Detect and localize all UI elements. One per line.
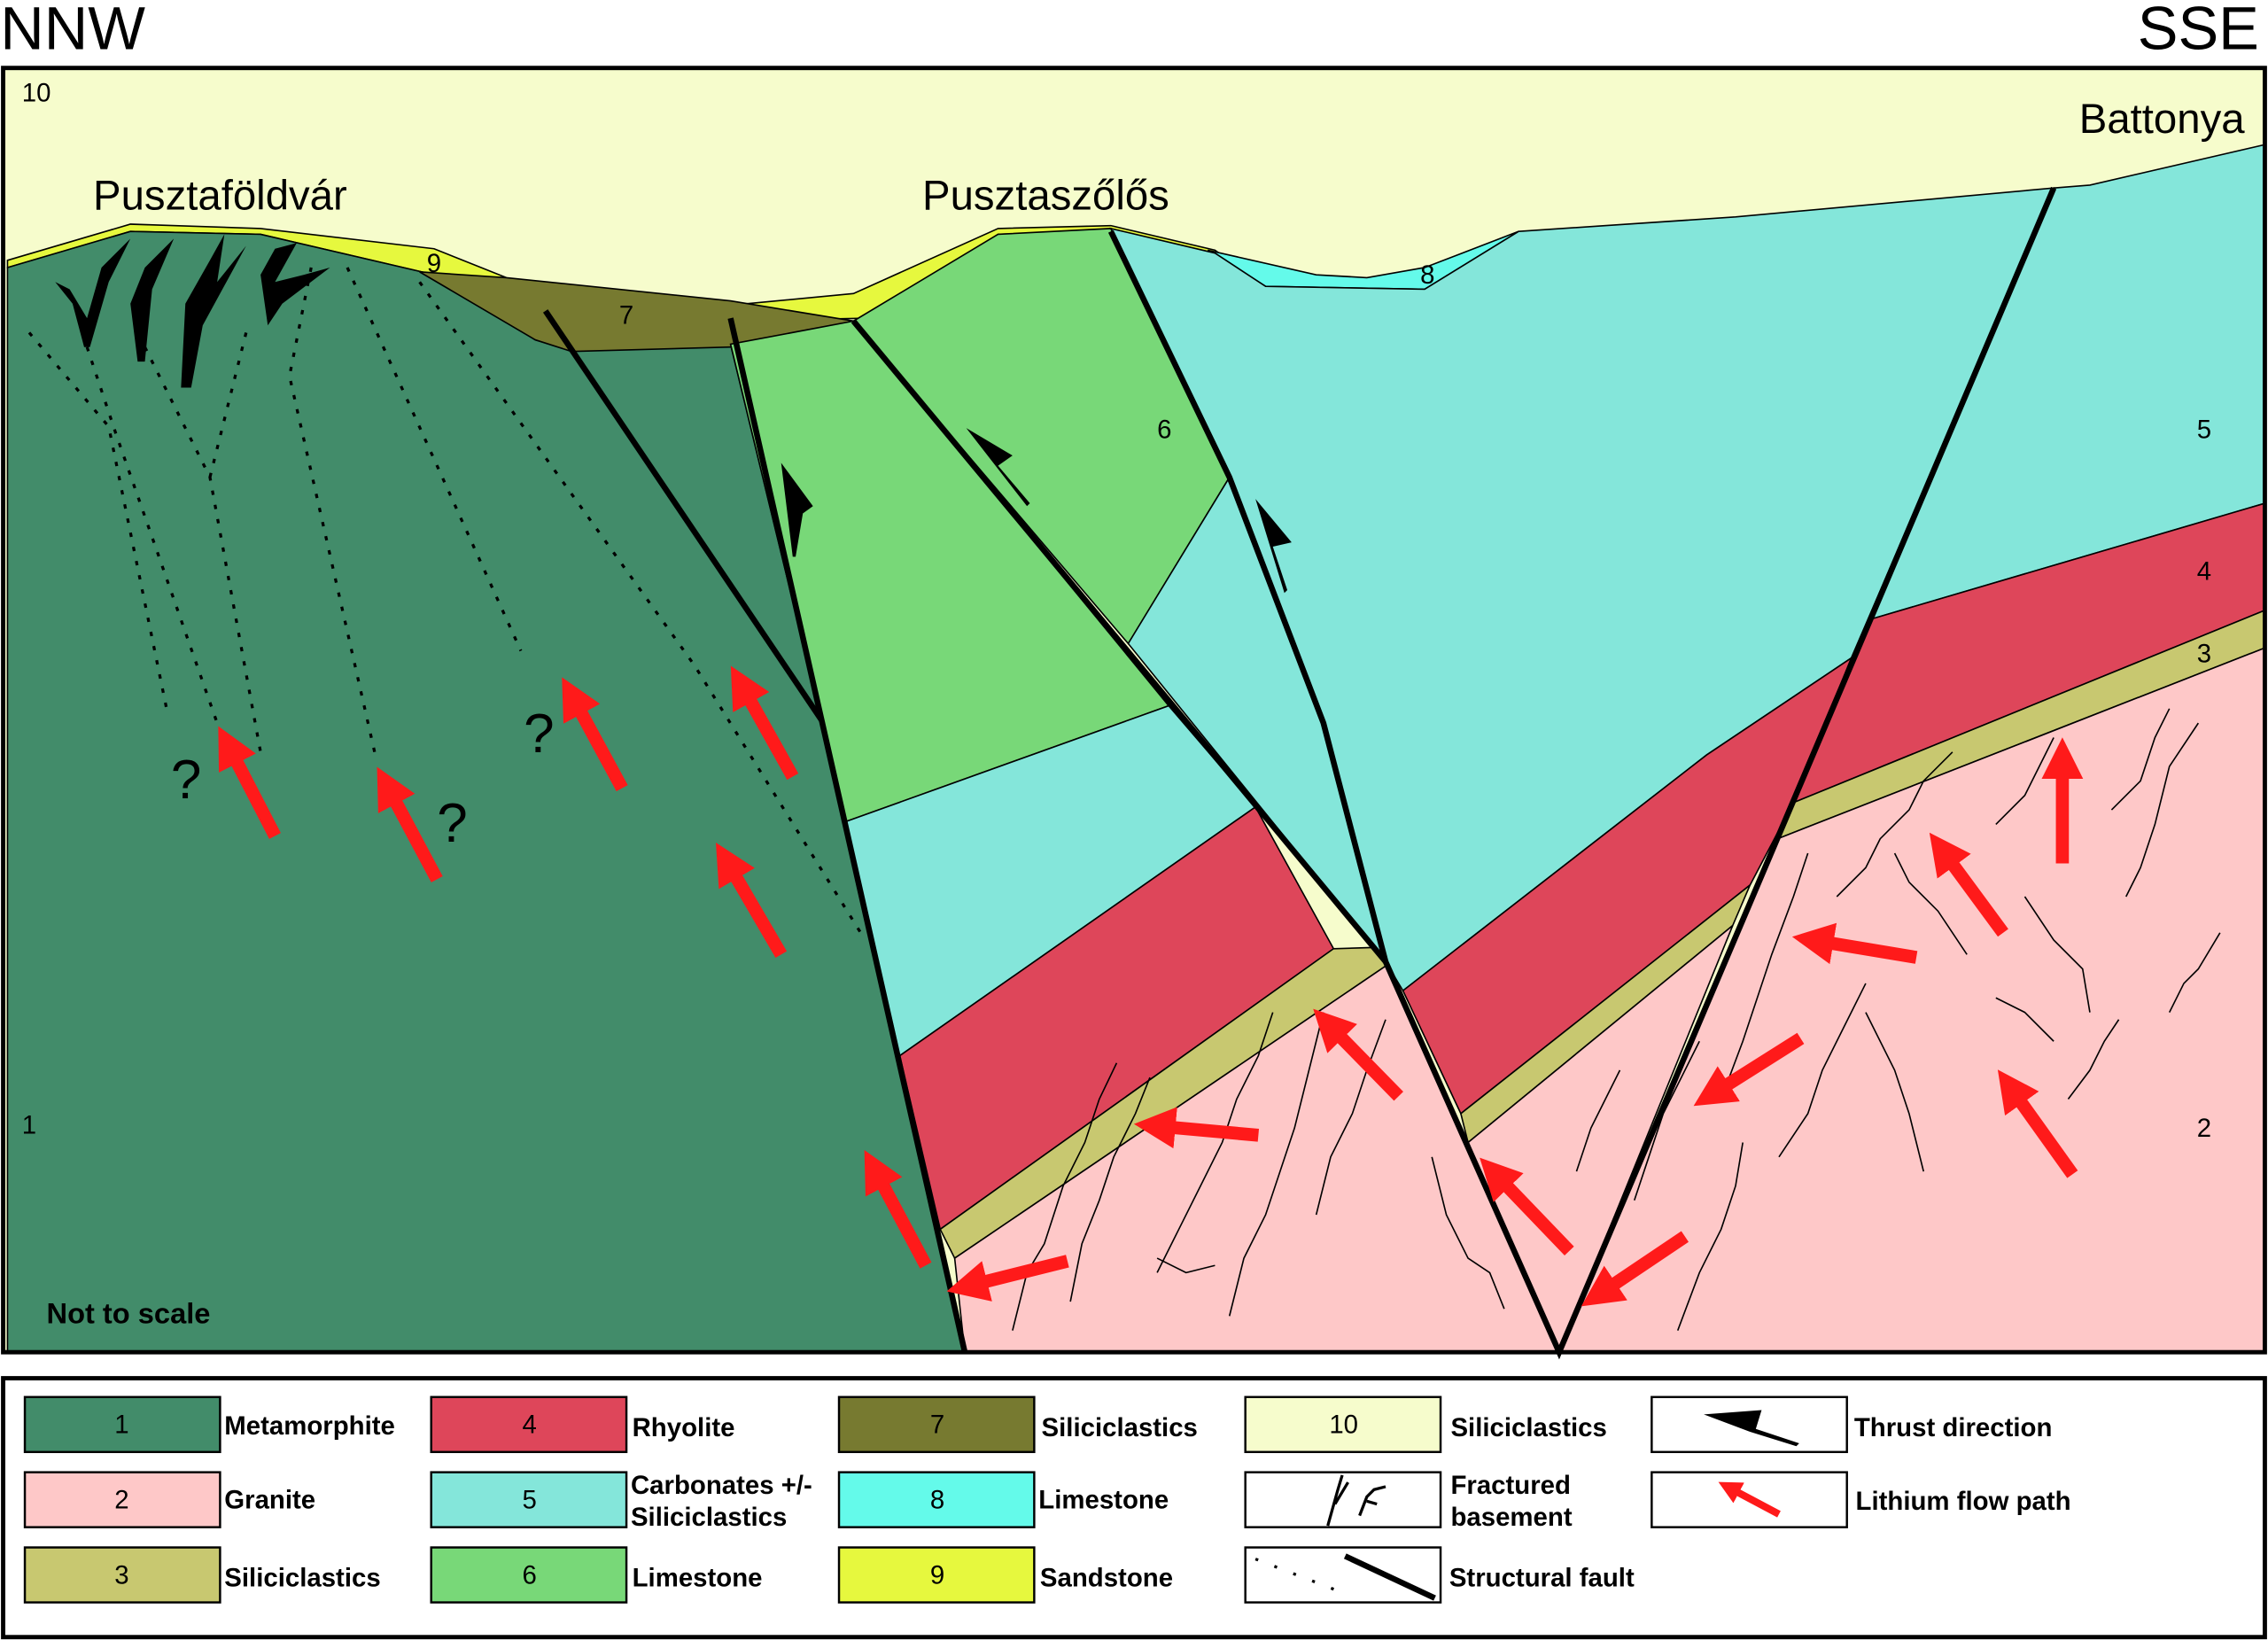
unit-label-4: 4: [2197, 557, 2211, 587]
legend-num: 1: [114, 1411, 128, 1440]
legend-label: Rhyolite: [633, 1413, 735, 1442]
legend-num: 5: [523, 1485, 537, 1514]
direction-sse: SSE: [2138, 0, 2259, 62]
unit-label-9: 9: [427, 249, 441, 278]
legend-label: Metamorphite: [224, 1411, 395, 1441]
legend-swatch-fracture: [1244, 1471, 1442, 1528]
legend-swatch-5: [430, 1471, 628, 1528]
unit-label-6: 6: [1157, 416, 1171, 445]
legend-swatch-fault: [1244, 1546, 1442, 1604]
unit-label-2: 2: [2197, 1114, 2211, 1143]
question-mark: ?: [524, 703, 555, 765]
legend-label: Siliciclastics: [1450, 1413, 1606, 1442]
fault-icon: [1254, 1553, 1436, 1601]
legend-num: 3: [114, 1560, 128, 1589]
unit-label-5: 5: [2197, 416, 2211, 445]
root-fracture-network: [55, 234, 330, 388]
legend: 1 Metamorphite 2 Granite 3 Siliciclastic…: [1, 1376, 2267, 1640]
legend-label: Limestone: [633, 1564, 763, 1593]
legend-label: Granite: [224, 1485, 315, 1514]
legend-label: Siliciclastics: [631, 1503, 787, 1532]
legend-label: Thrust direction: [1854, 1413, 2053, 1442]
legend-label: Sandstone: [1040, 1564, 1173, 1593]
question-mark: ?: [437, 793, 468, 854]
question-mark: ?: [171, 750, 202, 811]
legend-label: Carbonates +/-: [631, 1471, 812, 1500]
section-panel: ? ? ? Pusztaföldvár Pusztaszőlős Battony…: [1, 66, 2267, 1360]
place-pusztafoldvar: Pusztaföldvár: [93, 173, 347, 220]
place-battonya: Battonya: [2079, 96, 2245, 143]
scale-note: Not to scale: [47, 1297, 211, 1330]
place-pusztaszolos: Pusztaszőlős: [922, 173, 1169, 220]
unit-label-8: 8: [1420, 260, 1434, 290]
legend-swatch-8: [837, 1471, 1036, 1528]
arrow-icon: [1718, 1481, 1781, 1518]
legend-label: Siliciclastics: [224, 1564, 380, 1593]
legend-swatch-4: [430, 1395, 628, 1454]
legend-num: 8: [930, 1485, 944, 1514]
legend-num: 2: [114, 1485, 128, 1514]
legend-label: Structural fault: [1449, 1564, 1635, 1593]
legend-swatch-7: [837, 1395, 1036, 1454]
legend-swatch-2: [23, 1471, 221, 1528]
fracture-icon: [1326, 1474, 1386, 1527]
legend-num: 10: [1329, 1411, 1358, 1440]
legend-swatch-10: [1244, 1395, 1442, 1454]
legend-label: Lithium flow path: [1856, 1487, 2071, 1516]
direction-nnw: NNW: [0, 0, 145, 62]
legend-swatch-1: [23, 1395, 221, 1454]
legend-swatch-9: [837, 1546, 1036, 1604]
legend-num: 7: [930, 1411, 944, 1440]
legend-label: Limestone: [1038, 1485, 1169, 1514]
legend-num: 6: [523, 1560, 537, 1589]
legend-num: 4: [523, 1411, 537, 1440]
thrust-direction-symbols: [781, 428, 1292, 594]
legend-label: basement: [1450, 1503, 1572, 1532]
unit-label-10: 10: [22, 78, 51, 107]
legend-swatch-6: [430, 1546, 628, 1604]
legend-swatch-3: [23, 1546, 221, 1604]
unit-label-3: 3: [2197, 640, 2211, 669]
unit-label-1: 1: [22, 1111, 36, 1140]
legend-num: 9: [930, 1560, 944, 1589]
inferred-fault-lines: [27, 267, 862, 934]
legend-label: Siliciclastics: [1042, 1413, 1198, 1442]
legend-label: Fractured: [1450, 1471, 1571, 1500]
thrust-icon: [1704, 1410, 1799, 1447]
unit-label-7: 7: [619, 301, 633, 330]
lithium-flow-arrows: [218, 665, 2084, 1307]
section-frame: [1, 66, 2267, 1355]
